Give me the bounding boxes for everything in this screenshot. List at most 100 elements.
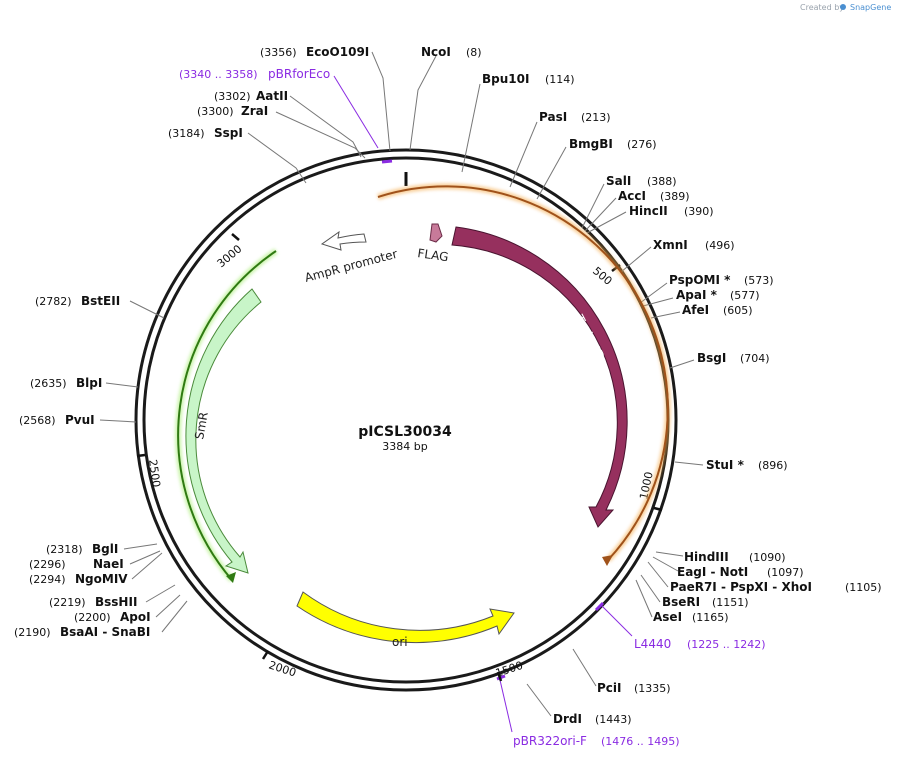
enzyme-label[interactable]: BseRI	[662, 595, 700, 609]
primer-range: (1476 .. 1495)	[601, 735, 680, 748]
enzyme-label[interactable]: NcoI	[421, 45, 451, 59]
enzyme-position: (389)	[660, 190, 690, 203]
backbone-outer	[134, 148, 678, 692]
enzyme-position: (388)	[647, 175, 677, 188]
enzyme-label[interactable]: BsgI	[697, 351, 726, 365]
tick-label-2000: 2000	[267, 658, 298, 679]
smr-label: SmR	[192, 411, 211, 441]
enzyme-label[interactable]: EagI - NotI	[677, 565, 748, 579]
ampr-promoter-feature[interactable]	[320, 230, 367, 251]
smr-feature[interactable]	[185, 288, 262, 574]
enzyme-position: (213)	[581, 111, 611, 124]
orange-highlight-arrowhead	[602, 555, 613, 566]
enzyme-label[interactable]: EcoO109I	[306, 45, 369, 59]
leader-lines	[99, 51, 704, 717]
enzyme-position: (573)	[744, 274, 774, 287]
enzyme-label[interactable]: AccI	[618, 189, 646, 203]
enzyme-position: (2318)	[46, 543, 83, 556]
credit-prefix: Created by	[800, 3, 844, 12]
enzyme-label[interactable]: BsaAI - SnaBI	[60, 625, 150, 639]
enzyme-position: (1335)	[634, 682, 671, 695]
tick-label-2500: 2500	[146, 459, 163, 489]
enzyme-position: (1097)	[767, 566, 804, 579]
enzyme-position: (8)	[466, 46, 482, 59]
enzyme-label[interactable]: BlpI	[76, 376, 102, 390]
flag-label: FLAG	[417, 246, 450, 264]
enzyme-position: (3302)	[214, 90, 251, 103]
ori-label: ori	[392, 635, 408, 649]
enzyme-label[interactable]: BstEII	[81, 294, 120, 308]
enzyme-position: (577)	[730, 289, 760, 302]
enzyme-label[interactable]: BglI	[92, 542, 118, 556]
enzyme-position: (1165)	[692, 611, 729, 624]
enzyme-position: (1151)	[712, 596, 749, 609]
enzyme-label[interactable]: PaeR7I - PspXI - XhoI	[670, 580, 812, 594]
enzyme-label[interactable]: NaeI	[93, 557, 124, 571]
primer-range: (1225 .. 1242)	[687, 638, 766, 651]
enzyme-position: (1105)	[845, 581, 882, 594]
enzyme-label[interactable]: SspI	[214, 126, 243, 140]
ori-feature[interactable]	[296, 591, 515, 644]
enzyme-label[interactable]: HincII	[629, 204, 668, 218]
enzyme-label[interactable]: XmnI	[653, 238, 688, 252]
enzyme-position: (496)	[705, 239, 735, 252]
primer-label[interactable]: L4440	[634, 637, 671, 651]
orange-highlight-glow	[377, 183, 671, 563]
credit-brand: SnapGene	[850, 3, 891, 12]
smr-outer-arc	[177, 250, 277, 581]
orange-highlight-arc	[377, 185, 669, 561]
enzyme-label[interactable]: NgoMIV	[75, 572, 128, 586]
tick-label-1500: 1500	[494, 659, 525, 680]
enzyme-label[interactable]: ApaI *	[676, 288, 718, 302]
enzyme-position: (704)	[740, 352, 770, 365]
enzyme-label[interactable]: HindIII	[684, 550, 729, 564]
primer-leader-lines	[333, 75, 633, 733]
enzyme-label[interactable]: AseI	[653, 610, 682, 624]
plasmid-length: 3384 bp	[382, 440, 427, 453]
enzyme-position: (114)	[545, 73, 575, 86]
primer-range: (3340 .. 3358)	[179, 68, 258, 81]
enzyme-label[interactable]: StuI *	[706, 458, 745, 472]
enzyme-position: (605)	[723, 304, 753, 317]
enzyme-label[interactable]: ZraI	[241, 104, 268, 118]
enzyme-position: (276)	[627, 138, 657, 151]
enzyme-position: (2296)	[29, 558, 66, 571]
enzyme-position: (2190)	[14, 626, 51, 639]
enzyme-label[interactable]: PciI	[597, 681, 622, 695]
snapgene-logo-icon	[840, 4, 846, 10]
enzyme-position: (2219)	[49, 596, 86, 609]
enzyme-position: (2782)	[35, 295, 72, 308]
primer-label[interactable]: pBRforEco	[268, 67, 330, 81]
tick-label-3000: 3000	[215, 242, 245, 270]
enzyme-position: (2200)	[74, 611, 111, 624]
enzyme-label[interactable]: SalI	[606, 174, 631, 188]
turboid-feature[interactable]	[451, 226, 628, 528]
enzyme-position: (1090)	[749, 551, 786, 564]
enzyme-label[interactable]: ApoI	[120, 610, 151, 624]
enzyme-position: (896)	[758, 459, 788, 472]
primer-label[interactable]: pBR322ori-F	[513, 734, 587, 748]
enzyme-label[interactable]: DrdI	[553, 712, 582, 726]
enzyme-position: (3356)	[260, 46, 297, 59]
tick-marks	[136, 233, 663, 682]
enzyme-position: (1443)	[595, 713, 632, 726]
enzyme-position: (390)	[684, 205, 714, 218]
tick-label-500: 500	[590, 264, 614, 287]
flag-feature[interactable]	[429, 223, 443, 243]
smr-outer-arrowhead	[226, 572, 236, 583]
enzyme-label[interactable]: PasI	[539, 110, 567, 124]
enzyme-label[interactable]: AfeI	[682, 303, 709, 317]
enzyme-label[interactable]: BssHII	[95, 595, 137, 609]
enzyme-label[interactable]: BmgBI	[569, 137, 613, 151]
enzyme-label[interactable]: PvuI	[65, 413, 95, 427]
enzyme-position: (3184)	[168, 127, 205, 140]
enzyme-label[interactable]: Bpu10I	[482, 72, 529, 86]
enzyme-label[interactable]: PspOMI *	[669, 273, 731, 287]
enzyme-position: (2568)	[19, 414, 56, 427]
plasmid-name: pICSL30034	[358, 424, 452, 440]
enzyme-position: (2635)	[30, 377, 67, 390]
enzyme-position: (2294)	[29, 573, 66, 586]
enzyme-label[interactable]: AatII	[256, 89, 288, 103]
